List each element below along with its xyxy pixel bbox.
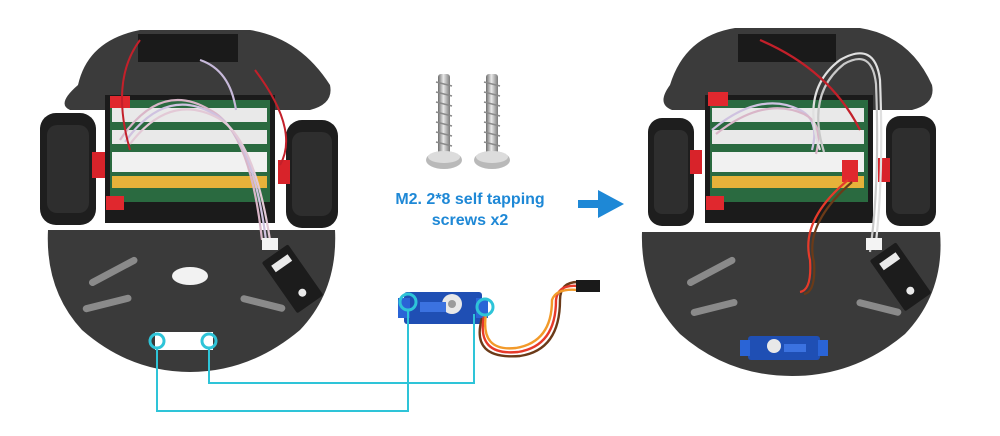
mounted-servo	[740, 336, 828, 360]
left-wheel	[648, 118, 702, 226]
right-wheel	[278, 120, 338, 228]
top-plate	[663, 28, 933, 110]
servo-mount-area	[155, 332, 213, 350]
robot-before	[40, 30, 338, 372]
robot-after	[641, 28, 941, 376]
ribbon-wires	[119, 58, 272, 241]
caption-line-2: screws x2	[431, 212, 509, 229]
line-sensor	[870, 243, 931, 311]
servo-hole-right	[475, 297, 495, 317]
top-plate	[64, 30, 331, 110]
caption-line-1: M2. 2*8 self tapping	[395, 191, 545, 208]
screw-right	[474, 74, 510, 169]
line-sensor	[262, 245, 323, 313]
ribbon-wires	[711, 52, 883, 253]
left-wheel	[40, 113, 106, 225]
screw-caption: M2. 2*8 self tapping screws x2	[360, 189, 580, 231]
servo-motor	[398, 280, 600, 358]
header-rows	[712, 108, 864, 188]
right-wheel	[878, 116, 936, 226]
screw-left	[426, 74, 462, 169]
arrow-right-icon	[578, 190, 624, 218]
callout-lines	[156, 310, 475, 412]
header-rows	[112, 108, 267, 188]
